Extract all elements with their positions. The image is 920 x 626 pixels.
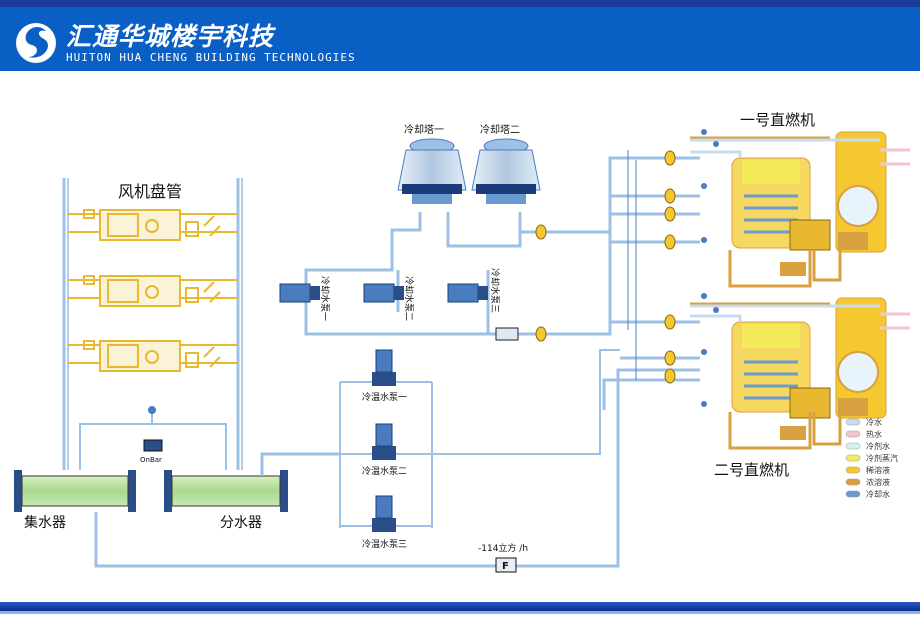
bottom-accent-bar	[0, 602, 920, 611]
cooling-pump-1	[279, 283, 320, 303]
legend-swatch	[845, 490, 861, 498]
company-name-cn: 汇通华城楼宇科技	[66, 22, 275, 51]
legend-swatch	[845, 466, 861, 474]
chiller-1-unit	[690, 131, 910, 288]
cooling-water-pipes	[304, 156, 700, 410]
legend-swatch	[845, 418, 861, 426]
legend-label: 冷水	[866, 417, 882, 427]
cooling-tower-2	[471, 138, 541, 204]
legend-swatch	[845, 478, 861, 486]
cooling-tower-2-label: 冷却塔二	[480, 123, 520, 136]
chilled-pump-3-label: 冷温水泵三	[362, 538, 407, 550]
legend-swatch	[845, 454, 861, 462]
distributor-label: 分水器	[220, 515, 262, 531]
company-name-en: HUITON HUA CHENG BUILDING TECHNOLOGIES	[66, 51, 356, 64]
swirl-logo-icon	[16, 23, 56, 63]
cooling-pump-1-label: 冷却水泵一	[319, 276, 331, 321]
distributor-tank	[164, 470, 288, 512]
cooling-pump-2-label: 冷却水泵二	[403, 276, 415, 321]
legend-label: 冷却水	[866, 489, 890, 499]
cooling-water-pipe-outline	[627, 150, 637, 380]
chiller-2-label: 二号直燃机	[714, 461, 789, 479]
bottom-accent-stripe	[0, 611, 920, 614]
cooling-pump-2	[363, 283, 404, 303]
chilled-pump-2	[372, 423, 396, 460]
legend-label: 冷剂蒸汽	[866, 453, 898, 463]
pressure-gauge-label: OnBar	[140, 456, 162, 464]
chilled-pump-1	[372, 349, 396, 386]
flow-meter-symbol: F	[502, 561, 509, 572]
legend-label: 稀溶液	[866, 465, 890, 475]
legend-swatch	[845, 442, 861, 450]
cooling-tower-1-label: 冷却塔一	[404, 123, 444, 136]
pressure-gauge-icon	[143, 439, 163, 452]
flow-reading: -114立方 /h	[478, 542, 528, 554]
top-accent-bar	[0, 0, 920, 7]
cooling-pump-3-label: 冷却水泵三	[489, 268, 501, 313]
chilled-pump-2-label: 冷温水泵二	[362, 465, 407, 477]
riser-pipes	[62, 178, 243, 470]
flow-meter-icon	[495, 557, 517, 573]
gauge-valve-icon	[148, 406, 156, 414]
cooling-tower-1	[397, 138, 467, 204]
fan-coil-title: 风机盘管	[118, 182, 182, 201]
collector-label: 集水器	[24, 514, 66, 531]
collector-tank	[14, 470, 136, 512]
header-bar: 汇通华城楼宇科技 HUITON HUA CHENG BUILDING TECHN…	[0, 7, 920, 71]
return-main-pipe	[94, 368, 700, 568]
chiller-valves	[701, 129, 719, 407]
cooling-pump-3	[447, 283, 488, 303]
legend-swatch	[845, 430, 861, 438]
fan-coil-unit-2	[68, 275, 238, 307]
chilled-pump-3	[372, 495, 396, 532]
legend-label: 热水	[866, 429, 882, 439]
chilled-pump-1-label: 冷温水泵一	[362, 391, 407, 403]
legend-label: 浓溶液	[866, 477, 890, 487]
chiller-2-unit	[690, 297, 910, 450]
fan-coil-unit-1	[68, 209, 238, 241]
fan-coil-unit-3	[68, 340, 238, 372]
inline-valves	[495, 150, 676, 384]
legend-label: 冷剂水	[866, 441, 890, 451]
chiller-1-label: 一号直燃机	[740, 111, 815, 129]
